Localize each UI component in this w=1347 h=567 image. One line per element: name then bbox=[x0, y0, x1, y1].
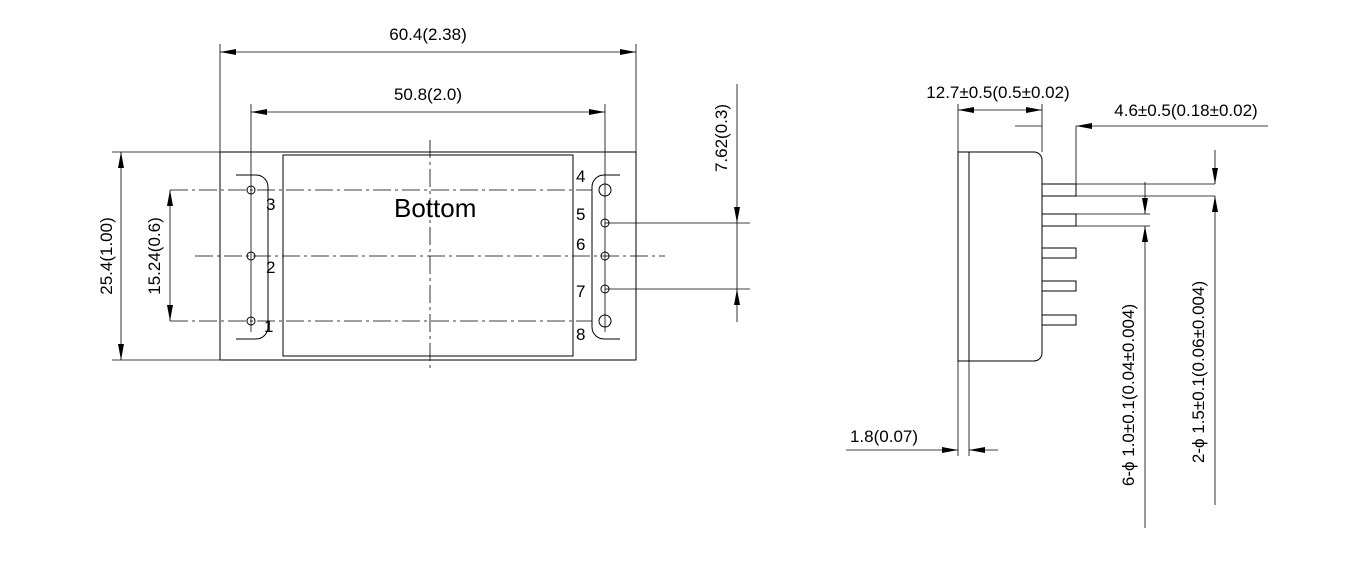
dim-pin-length: 4.6±0.5(0.18±0.02) bbox=[1114, 101, 1257, 120]
pin-label-2: 2 bbox=[266, 258, 275, 277]
dim-pin-row-span: 15.24(0.6) bbox=[145, 217, 164, 295]
arrow bbox=[251, 109, 267, 115]
side-view: 12.7±0.5(0.5±0.02) 4.6±0.5(0.18±0.02) 2-… bbox=[846, 83, 1268, 528]
left-pin-slot bbox=[236, 174, 269, 340]
dim-pin-small: 6-ϕ 1.0±0.1(0.04±0.004) bbox=[1119, 304, 1138, 486]
dim-flange: 1.8(0.07) bbox=[850, 427, 918, 446]
arrow bbox=[1142, 226, 1148, 242]
arrow bbox=[1076, 123, 1092, 129]
arrow bbox=[969, 447, 985, 453]
label-plate bbox=[282, 154, 574, 357]
dim-height: 25.4(1.00) bbox=[97, 217, 116, 295]
arrow bbox=[734, 207, 740, 223]
side-pin-small-3 bbox=[1041, 314, 1077, 326]
arrow bbox=[220, 49, 236, 55]
side-pin-small-1 bbox=[1041, 247, 1077, 259]
arrow bbox=[1142, 198, 1148, 214]
pin-label-8: 8 bbox=[576, 325, 585, 344]
dim-overall-width: 60.4(2.38) bbox=[389, 25, 467, 44]
pin-label-4: 4 bbox=[576, 167, 585, 186]
arrow bbox=[1026, 107, 1042, 113]
right-pin-slot bbox=[591, 174, 620, 340]
pin-label-3: 3 bbox=[266, 195, 275, 214]
bottom-label: Bottom bbox=[394, 193, 476, 223]
side-pin-large-2 bbox=[1041, 213, 1077, 227]
pin-label-1: 1 bbox=[264, 317, 273, 336]
arrow bbox=[118, 152, 124, 168]
dim-pin-large: 2-ϕ 1.5±0.1(0.06±0.004) bbox=[1189, 281, 1208, 463]
arrow bbox=[620, 49, 636, 55]
pin-label-5: 5 bbox=[576, 205, 585, 224]
pin-label-7: 7 bbox=[576, 282, 585, 301]
side-body bbox=[957, 151, 1043, 362]
arrow bbox=[734, 289, 740, 305]
pin-label-6: 6 bbox=[576, 235, 585, 254]
dim-pin-span: 50.8(2.0) bbox=[394, 85, 462, 104]
dim-body-depth: 12.7±0.5(0.5±0.02) bbox=[926, 83, 1069, 102]
arrow bbox=[958, 107, 974, 113]
bottom-view: 3 2 1 4 5 6 7 8 Bottom 60.4(2.38) 50.8(2… bbox=[97, 25, 750, 372]
arrow bbox=[167, 305, 173, 321]
arrow bbox=[1212, 168, 1218, 184]
side-pin-large-1 bbox=[1041, 183, 1077, 197]
arrow bbox=[1212, 196, 1218, 212]
arrow bbox=[589, 109, 605, 115]
arrow bbox=[118, 344, 124, 360]
arrow bbox=[167, 190, 173, 206]
dim-pin-pitch: 7.62(0.3) bbox=[712, 104, 731, 172]
side-pin-small-2 bbox=[1041, 280, 1077, 292]
arrow bbox=[942, 447, 958, 453]
